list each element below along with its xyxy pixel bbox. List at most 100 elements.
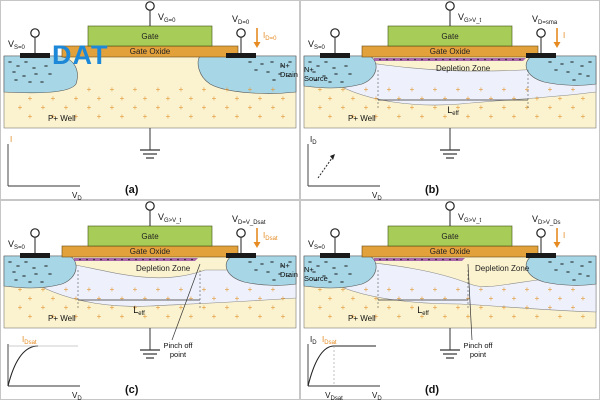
- vd-label: VD>V_Ds: [532, 214, 561, 226]
- pinch-leader: [467, 263, 473, 341]
- channel-electron: [135, 258, 137, 261]
- hole-mark: +: [156, 303, 161, 312]
- channel-electron: [121, 258, 123, 261]
- hole-mark: +: [258, 94, 263, 103]
- panel-caption: (d): [425, 384, 439, 396]
- hole-mark: +: [502, 285, 507, 294]
- graph-x-label: VD: [72, 391, 82, 400]
- hole-mark: +: [225, 103, 230, 112]
- hole-mark: +: [271, 85, 276, 94]
- drain-contact: [526, 53, 556, 58]
- channel-electron: [456, 258, 458, 261]
- leff-label: Leff: [447, 105, 459, 117]
- hole-mark: +: [512, 94, 517, 103]
- oxide-label: Gate Oxide: [130, 247, 171, 256]
- vg-label: VG=0: [158, 12, 176, 24]
- pinch-leader: [171, 263, 201, 341]
- drain-region: [525, 255, 597, 286]
- hole-mark: +: [97, 94, 102, 103]
- hole-mark: +: [51, 294, 56, 303]
- hole-mark: +: [51, 312, 56, 321]
- drain-contact: [226, 53, 256, 58]
- hole-mark: +: [97, 312, 102, 321]
- current-arrowhead: [553, 242, 561, 248]
- vg-label: VG>V_t: [158, 212, 182, 224]
- hole-mark: +: [548, 85, 553, 94]
- hole-mark: +: [456, 285, 461, 294]
- hole-mark: +: [235, 294, 240, 303]
- depletion-label: Depletion Zone: [136, 264, 191, 273]
- graph-vsat-label: VDsat: [325, 391, 343, 400]
- hole-mark: +: [110, 303, 115, 312]
- hole-mark: +: [120, 312, 125, 321]
- hole-mark: +: [18, 285, 23, 294]
- hole-mark: +: [456, 303, 461, 312]
- hole-mark: +: [87, 285, 92, 294]
- hole-mark: +: [166, 112, 171, 121]
- channel-electron: [393, 258, 395, 261]
- drain-side-label: Drain: [280, 70, 298, 79]
- channel-electron: [519, 58, 521, 61]
- drain-terminal-node: [236, 228, 246, 238]
- channel-electron: [505, 58, 507, 61]
- hole-mark: +: [97, 294, 102, 303]
- hole-mark: +: [212, 94, 217, 103]
- hole-mark: +: [212, 294, 217, 303]
- channel-electron: [156, 258, 158, 261]
- channel-electron: [414, 58, 416, 61]
- iv-curve-arrow: [330, 154, 335, 160]
- hole-mark: +: [87, 103, 92, 112]
- channel-electron: [142, 258, 144, 261]
- hole-mark: +: [489, 312, 494, 321]
- vs-label: VS=0: [308, 239, 326, 251]
- oxide-label: Gate Oxide: [130, 47, 171, 56]
- channel-electron: [435, 58, 437, 61]
- hole-mark: +: [558, 94, 563, 103]
- vd-label: VD=V_Dsat: [232, 214, 266, 226]
- hole-mark: +: [87, 85, 92, 94]
- hole-mark: +: [281, 312, 286, 321]
- hole-mark: +: [212, 112, 217, 121]
- hole-mark: +: [328, 94, 333, 103]
- channel-electron: [407, 258, 409, 261]
- hole-mark: +: [18, 103, 23, 112]
- hole-mark: +: [74, 112, 79, 121]
- well-label: P+ Well: [348, 314, 376, 323]
- hole-mark: +: [351, 112, 356, 121]
- graph-isat-label: IDsat: [322, 335, 337, 346]
- hole-mark: +: [133, 85, 138, 94]
- graph-y-label: ID: [310, 135, 317, 146]
- hole-mark: +: [318, 103, 323, 112]
- hole-mark: +: [502, 103, 507, 112]
- hole-mark: +: [397, 112, 402, 121]
- channel-electron: [100, 258, 102, 261]
- hole-mark: +: [410, 103, 415, 112]
- graph-isat-label: IDsat: [22, 335, 37, 346]
- channel-electron: [449, 58, 451, 61]
- hole-mark: +: [351, 94, 356, 103]
- pinch-off-label: point: [170, 350, 187, 359]
- drain-current-label: ID=0: [263, 31, 277, 42]
- hole-mark: +: [281, 294, 286, 303]
- hole-mark: +: [189, 294, 194, 303]
- hole-mark: +: [502, 85, 507, 94]
- current-arrowhead: [553, 42, 561, 48]
- iv-curve: [7, 345, 39, 387]
- hole-mark: +: [74, 312, 79, 321]
- source-contact: [320, 53, 350, 58]
- hole-mark: +: [235, 94, 240, 103]
- hole-mark: +: [41, 103, 46, 112]
- channel-electron: [93, 258, 95, 261]
- hole-mark: +: [258, 294, 263, 303]
- hole-mark: +: [479, 285, 484, 294]
- graph-x-label: VD: [72, 191, 82, 202]
- hole-mark: +: [341, 85, 346, 94]
- hole-mark: +: [571, 103, 576, 112]
- channel-electron: [456, 58, 458, 61]
- channel-electron: [184, 258, 186, 261]
- gate-label: Gate: [141, 232, 159, 241]
- hole-mark: +: [489, 294, 494, 303]
- hole-mark: +: [189, 312, 194, 321]
- well-label: P+ Well: [348, 114, 376, 123]
- hole-mark: +: [120, 294, 125, 303]
